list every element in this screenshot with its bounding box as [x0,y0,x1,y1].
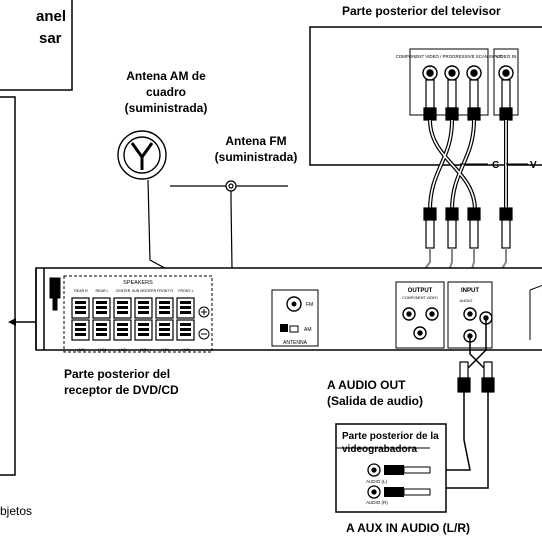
audio-out-label: A AUDIO OUT (Salida de audio) [327,378,424,408]
fm-label: FM [306,302,313,308]
speaker-col-label: REAR L [96,289,109,293]
panel-box [0,0,73,91]
tv-jacks [422,65,514,81]
speaker-impedance: (4Ω) [77,347,86,352]
fm-antenna-label: Antena FM (suministrada) [214,134,298,164]
footer-text: bjetos [0,504,33,518]
tv-title: Parte posterior del televisor [342,4,501,18]
tv-rca-plugs [423,79,513,121]
speaker-col-label: REAR R [74,289,88,293]
receiver-rca-plugs [423,207,513,249]
speaker-col-label: CENTER [116,289,131,293]
speaker-col-label: FRONT L [178,289,193,293]
speaker-terminals: REAR R (4Ω) REAR L (4Ω) CENTER (4Ω) SUB WOOFER… [71,289,195,352]
aux-in-label: A AUX IN AUDIO (L/R) [346,521,470,535]
speaker-impedance: (4Ω) [119,347,128,352]
svg-text:Y: Y [429,64,432,69]
output-label: OUTPUT [408,288,433,294]
am-loop-antenna [117,130,167,180]
vcr-audio-l-label: AUDIO (L) [366,479,388,484]
power-cord [49,277,61,311]
cable-v-label: V [530,160,537,171]
vcr-jacks [367,463,381,499]
tv-component-header: COMPONENT VIDEO / PROGRESSIVE SCAN INPUT [396,54,503,59]
cable-c-label: C [492,160,499,171]
polarity-signs [198,306,210,340]
speaker-impedance: (4Ω) [98,347,107,352]
svg-text:COMPONENT VIDEO: COMPONENT VIDEO [402,296,438,300]
panel-box-text: anel sar [36,8,67,47]
antenna-panel [271,289,319,347]
speaker-impedance: (4Ω) [182,347,191,352]
speakers-block [63,275,213,353]
vcr-label: Parte posterior de la videograbadora [342,431,439,455]
vcr-audio-r-label: AUDIO (R) [366,500,388,505]
am-label: AM [304,327,312,333]
antenna-panel-label: ANTENNA [283,340,308,346]
speaker-col-label: FRONT R [157,289,173,293]
speaker-col-label: SUB WOOFER [132,289,157,293]
speaker-impedance: (8Ω) [140,347,149,352]
output-panel [395,281,445,349]
audio-cables [430,318,489,489]
speakers-header: SPEAKERS [123,280,153,286]
receiver-caption: Parte posterior del receptor de DVD/CD [64,367,179,397]
am-antenna-label: Antena AM de cuadro (suministrada) [124,69,208,115]
svg-text:AUDIO: AUDIO [460,298,473,303]
input-label: INPUT [461,288,479,294]
tv-video-in-label: VIDEO IN [495,54,517,60]
left-frame [0,96,16,476]
speaker-impedance: (4Ω) [161,347,170,352]
